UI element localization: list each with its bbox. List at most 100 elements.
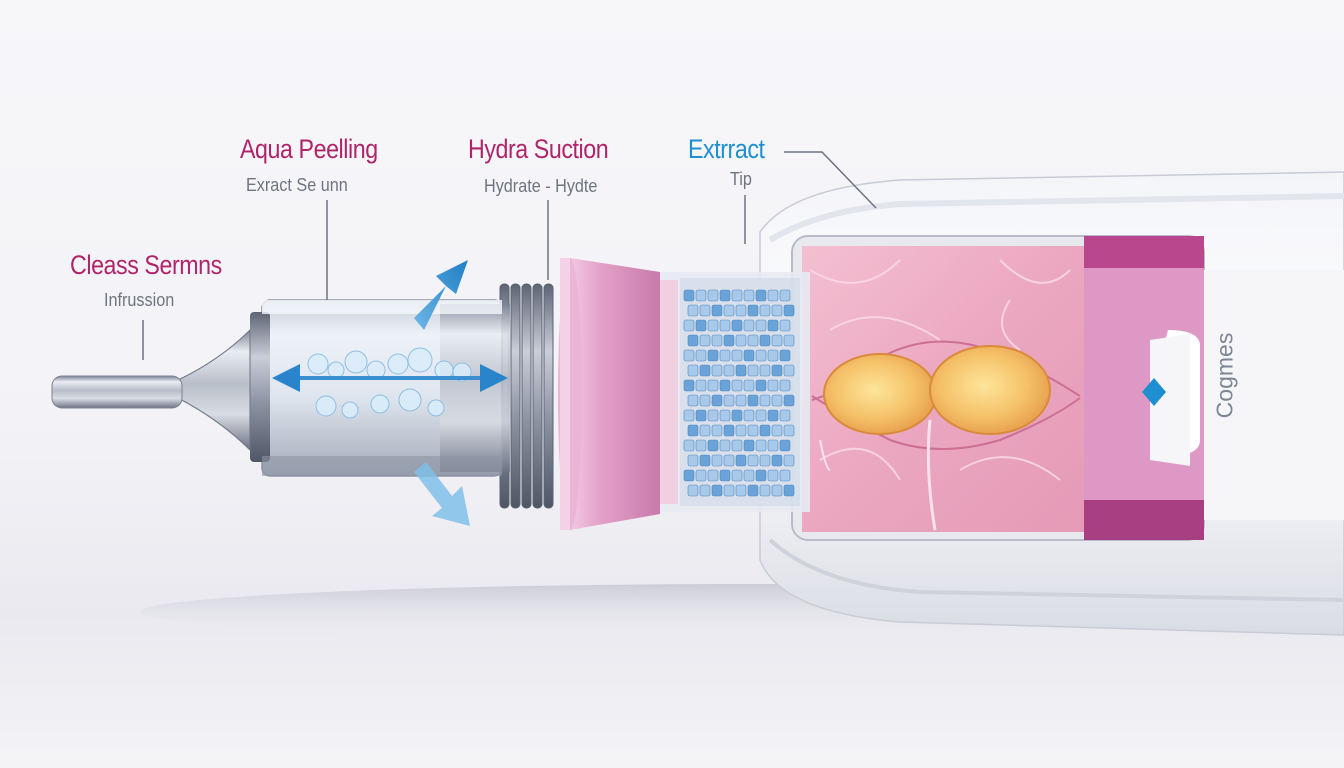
mesh-cell xyxy=(707,349,719,362)
mesh-cell xyxy=(695,319,707,332)
mesh-cell xyxy=(743,289,755,302)
mesh-cell xyxy=(707,379,719,392)
mesh-cell xyxy=(747,394,759,407)
mesh-cell xyxy=(759,364,771,377)
mesh-cell xyxy=(771,334,783,347)
mesh-cell xyxy=(687,364,699,377)
mesh-cell xyxy=(783,394,795,407)
mesh-cell xyxy=(707,469,719,482)
serum-bubble xyxy=(398,388,422,412)
mesh-cell xyxy=(719,439,731,452)
mesh-cell xyxy=(779,379,791,392)
mesh-cell xyxy=(735,424,747,437)
mesh-cell xyxy=(719,409,731,422)
mesh-cell xyxy=(731,439,743,452)
thread-ring xyxy=(532,283,543,509)
mesh-cell xyxy=(707,289,719,302)
mesh-cell xyxy=(743,439,755,452)
mesh-cell xyxy=(755,319,767,332)
thread-ring xyxy=(521,283,532,509)
extract-title: Extrract xyxy=(688,134,765,164)
hydra-suction-subtitle: Hydrate - Hydte xyxy=(484,176,598,196)
mesh-cell xyxy=(711,454,723,467)
double-flow-arrow-icon xyxy=(272,364,508,392)
mesh-cell xyxy=(695,409,707,422)
mesh-cell xyxy=(699,454,711,467)
cleanse-subtitle: Infrussion xyxy=(104,290,175,310)
mesh-cell xyxy=(743,319,755,332)
mesh-cell xyxy=(699,484,711,497)
mesh-cell xyxy=(723,334,735,347)
mesh-cell xyxy=(731,379,743,392)
mesh-cell xyxy=(755,439,767,452)
mesh-cell xyxy=(695,349,707,362)
flow-arrow-down-right-icon xyxy=(414,462,470,526)
mesh-cell xyxy=(723,454,735,467)
mesh-cell xyxy=(779,319,791,332)
mesh-cell xyxy=(735,394,747,407)
serum-bubble xyxy=(344,350,368,374)
serum-bubble xyxy=(315,395,337,417)
mesh-cell xyxy=(711,304,723,317)
mesh-cell xyxy=(759,424,771,437)
mesh-cell xyxy=(711,364,723,377)
mesh-cell xyxy=(699,304,711,317)
mesh-cell xyxy=(747,364,759,377)
serum-bubble xyxy=(341,401,359,419)
serum-bubble xyxy=(407,347,433,373)
mesh-cell xyxy=(719,379,731,392)
mesh-cell xyxy=(735,484,747,497)
mesh-cell xyxy=(771,454,783,467)
mesh-cell xyxy=(731,319,743,332)
mesh-cell xyxy=(771,424,783,437)
mesh-cell xyxy=(767,409,779,422)
mesh-cell xyxy=(695,289,707,302)
diamond-marker-icon xyxy=(1142,378,1166,406)
mesh-cell xyxy=(723,424,735,437)
mesh-cell xyxy=(747,484,759,497)
mesh-cell xyxy=(723,304,735,317)
mesh-cell xyxy=(699,334,711,347)
mesh-cell xyxy=(735,454,747,467)
mesh-cell xyxy=(683,409,695,422)
serum-bubble xyxy=(370,394,390,414)
mesh-cell xyxy=(711,394,723,407)
aqua-peeling-subtitle: Exract Se unn xyxy=(246,175,348,195)
mesh-cell xyxy=(771,394,783,407)
mesh-cell xyxy=(735,304,747,317)
serum-bubbles xyxy=(307,347,472,419)
mesh-cell xyxy=(687,454,699,467)
mesh-cell xyxy=(719,349,731,362)
mesh-cell xyxy=(755,289,767,302)
mesh-cell xyxy=(687,334,699,347)
mesh-cell xyxy=(723,364,735,377)
mesh-cell xyxy=(767,469,779,482)
mesh-cell xyxy=(767,439,779,452)
mesh-cell xyxy=(723,394,735,407)
mesh-cell xyxy=(779,469,791,482)
mesh-cell xyxy=(687,394,699,407)
aqua-peeling-title: Aqua Peelling xyxy=(240,134,378,164)
mesh-cell xyxy=(687,484,699,497)
mesh-cell xyxy=(755,469,767,482)
mesh-cell xyxy=(783,334,795,347)
mesh-cell xyxy=(707,439,719,452)
mesh-cell xyxy=(771,484,783,497)
brand-logo-text: Cogmes xyxy=(1211,332,1238,419)
mesh-cell xyxy=(779,349,791,362)
mesh-cell xyxy=(759,394,771,407)
leader-lines xyxy=(142,151,877,360)
mesh-cell xyxy=(683,319,695,332)
mesh-cell xyxy=(747,424,759,437)
mesh-cell xyxy=(767,349,779,362)
mesh-cell xyxy=(783,424,795,437)
mesh-cell xyxy=(731,409,743,422)
mesh-cell xyxy=(695,439,707,452)
mesh-cell xyxy=(695,379,707,392)
mesh-cell xyxy=(731,349,743,362)
mesh-cell xyxy=(731,289,743,302)
flow-arrow-up-right-icon xyxy=(414,260,468,330)
mesh-cell xyxy=(711,484,723,497)
mesh-cell xyxy=(735,364,747,377)
